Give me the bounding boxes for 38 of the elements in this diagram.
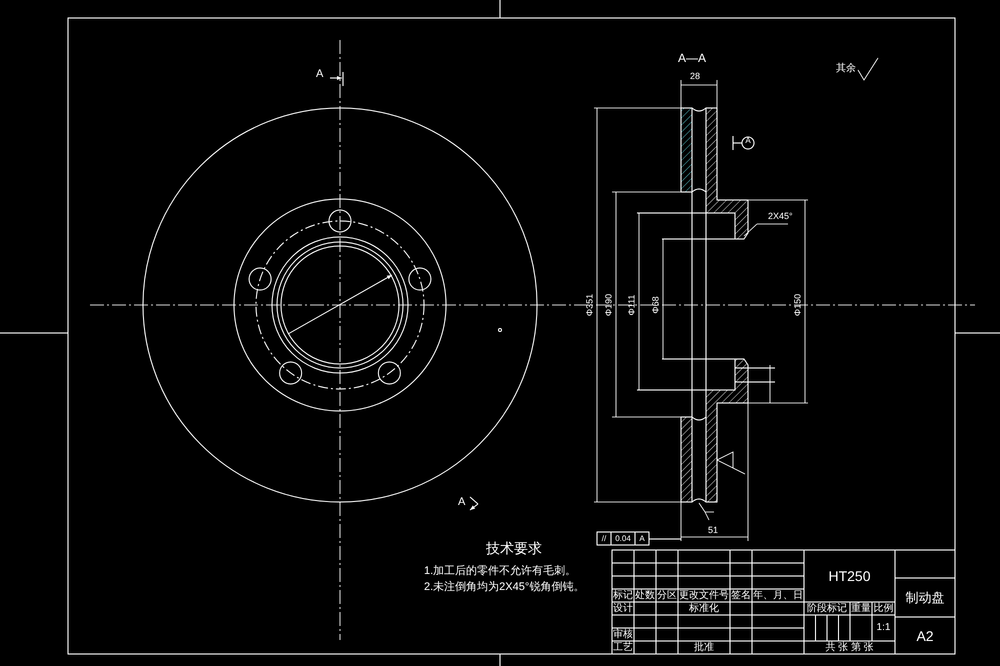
material-text: HT250 xyxy=(827,567,872,586)
dimension-text: 28 xyxy=(690,72,700,81)
scale-value: 1:1 xyxy=(876,621,892,635)
dimension-text: 51 xyxy=(708,526,718,535)
tolerance-value: 0.04 xyxy=(614,532,632,544)
title-block-text: 签名 xyxy=(730,589,752,602)
title-block-text: 审核 xyxy=(612,628,634,641)
title-block-text: 分区 xyxy=(656,589,678,602)
tolerance-symbol: // xyxy=(600,532,608,544)
title-block-text: 批准 xyxy=(693,641,715,654)
title-block-text: 共 张 第 张 xyxy=(824,641,875,654)
title-block-text: 阶段标记 xyxy=(806,602,848,615)
sheet-size: A2 xyxy=(915,626,935,646)
title-block-text: 标准化 xyxy=(688,602,720,615)
dimension-text: Φ190 xyxy=(604,294,614,316)
requirements-heading: 技术要求 xyxy=(486,541,542,555)
dimension-text: Φ351 xyxy=(586,294,594,316)
title-block-text: 处数 xyxy=(634,589,656,602)
dimension-text: Φ68 xyxy=(652,296,660,314)
requirement-note: 1.加工后的零件不允许有毛刺。 xyxy=(424,566,576,577)
roughness-note: 其余 xyxy=(836,64,856,74)
title-block-text: 设计 xyxy=(612,602,634,615)
title-block-text: 标记 xyxy=(612,589,634,602)
requirement-note: 2.未注倒角均为2X45°锐角倒钝。 xyxy=(424,582,584,593)
section-label: A xyxy=(458,497,466,508)
title-block-text: 比例 xyxy=(872,602,894,615)
title-block-text: 更改文件号 xyxy=(678,589,730,602)
datum-letter: A xyxy=(744,137,752,145)
section-label: A xyxy=(316,69,324,80)
title-block-text: 重量 xyxy=(850,602,872,615)
title-block-text: 工艺 xyxy=(612,641,634,654)
datum-reference: A xyxy=(638,532,646,544)
title-block-text: 年、月、日 xyxy=(752,589,804,602)
dimension-text: Φ150 xyxy=(794,294,802,316)
drawing-name: 制动盘 xyxy=(904,589,946,607)
dimension-text: Φ111 xyxy=(628,294,636,316)
section-title: A—A xyxy=(678,52,706,64)
dimension-text: 2X45° xyxy=(768,212,793,221)
